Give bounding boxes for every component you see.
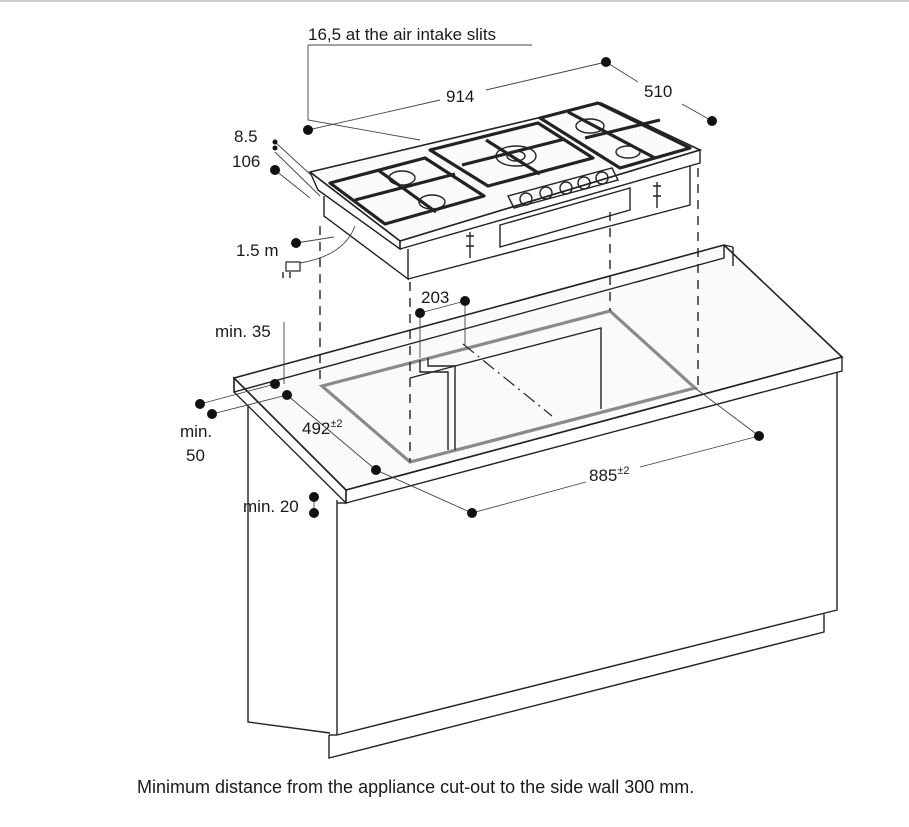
label-cable: 1.5 m [236, 241, 279, 260]
cutout-inner-walls [454, 327, 602, 450]
caption: Minimum distance from the appliance cut-… [137, 777, 695, 797]
dim-885-ext-right [694, 387, 760, 437]
dim-885-ext [375, 469, 473, 514]
label-width: 914 [446, 87, 474, 106]
dim-914-b [485, 61, 607, 91]
label-min35: min. 35 [215, 322, 271, 341]
dim-885-a [471, 481, 587, 514]
dim-492-line [286, 394, 377, 471]
gas-pipe-outer [427, 358, 456, 367]
cooktop-housing-left [323, 196, 409, 281]
dimension-dots [195, 57, 764, 518]
label-air-intake: 16,5 at the air intake slits [308, 25, 496, 44]
control-strip [506, 167, 620, 209]
burner-front-left [418, 194, 446, 210]
label-8-5: 8.5 [234, 127, 258, 146]
air-intake-leader [307, 45, 421, 141]
dimension-lines [199, 44, 760, 514]
burner-rear-left [388, 170, 416, 186]
label-203: 203 [421, 288, 449, 307]
dimension-dot-icon [371, 465, 381, 475]
knob-4 [577, 176, 591, 190]
burner-rear-right [575, 118, 605, 134]
label-106: 106 [232, 152, 260, 171]
countertop-illustration [232, 244, 844, 759]
dimension-dot-icon [467, 508, 477, 518]
dimension-dot-icon [272, 145, 278, 151]
control-box [499, 187, 631, 248]
label-min50-line1: min. [180, 422, 212, 441]
dim-885-b [639, 435, 760, 468]
power-cable [299, 225, 356, 264]
dim-203-top [419, 300, 466, 314]
projection-lines [319, 168, 699, 462]
cabinet-plinth [328, 614, 825, 759]
dim-8-5-line [274, 141, 313, 177]
dim-min50-b [211, 394, 288, 415]
dimension-dot-icon [272, 139, 278, 145]
dim-106-lower [274, 169, 311, 199]
knob-3 [559, 181, 573, 195]
label-cut-depth: 492±2 [302, 418, 343, 438]
label-depth: 510 [644, 82, 672, 101]
dim-cable-line [295, 236, 335, 244]
dimension-dot-icon [195, 399, 205, 409]
dim-106-line [274, 151, 321, 197]
cooktop-housing-front [407, 166, 691, 280]
dim-510-a [605, 61, 639, 83]
gas-pipe [419, 360, 449, 450]
knob-1 [519, 192, 533, 206]
dimension-dot-icon [601, 57, 611, 67]
dimension-dot-icon [707, 116, 717, 126]
burner-center [495, 145, 537, 167]
plug-icon [282, 261, 301, 278]
clamp-right [653, 182, 661, 208]
cabinet-left-side [247, 405, 331, 734]
dimension-dot-icon [291, 238, 301, 248]
cooktop-illustration [282, 101, 703, 281]
cutout-centerline [462, 343, 553, 417]
dimension-dot-icon [270, 165, 280, 175]
dim-min50-a [199, 383, 276, 405]
dimension-dot-icon [460, 296, 470, 306]
cabinet-front [336, 372, 838, 736]
dimension-dot-icon [309, 492, 319, 502]
knob-2 [539, 186, 553, 200]
dim-914-a [307, 99, 441, 131]
knob-5 [595, 171, 609, 185]
dimension-dot-icon [415, 308, 425, 318]
burner-grates [328, 101, 692, 226]
label-min50-line2: 50 [186, 446, 205, 465]
dimension-dot-icon [207, 409, 217, 419]
dimension-dot-icon [754, 431, 764, 441]
label-cut-width: 885±2 [589, 465, 630, 485]
dimension-dot-icon [270, 379, 280, 389]
dim-510-b [681, 103, 713, 122]
label-min20: min. 20 [243, 497, 299, 516]
burner-front-right [615, 145, 641, 159]
countertop-front-edge [345, 356, 843, 504]
dimension-dot-icon [282, 390, 292, 400]
burner-center-inner [506, 150, 526, 162]
clamp-left [466, 232, 474, 258]
dimension-dot-icon [303, 125, 313, 135]
dimension-dot-icon [309, 508, 319, 518]
cooktop-front-face [399, 149, 701, 250]
rim-corner [723, 244, 734, 248]
